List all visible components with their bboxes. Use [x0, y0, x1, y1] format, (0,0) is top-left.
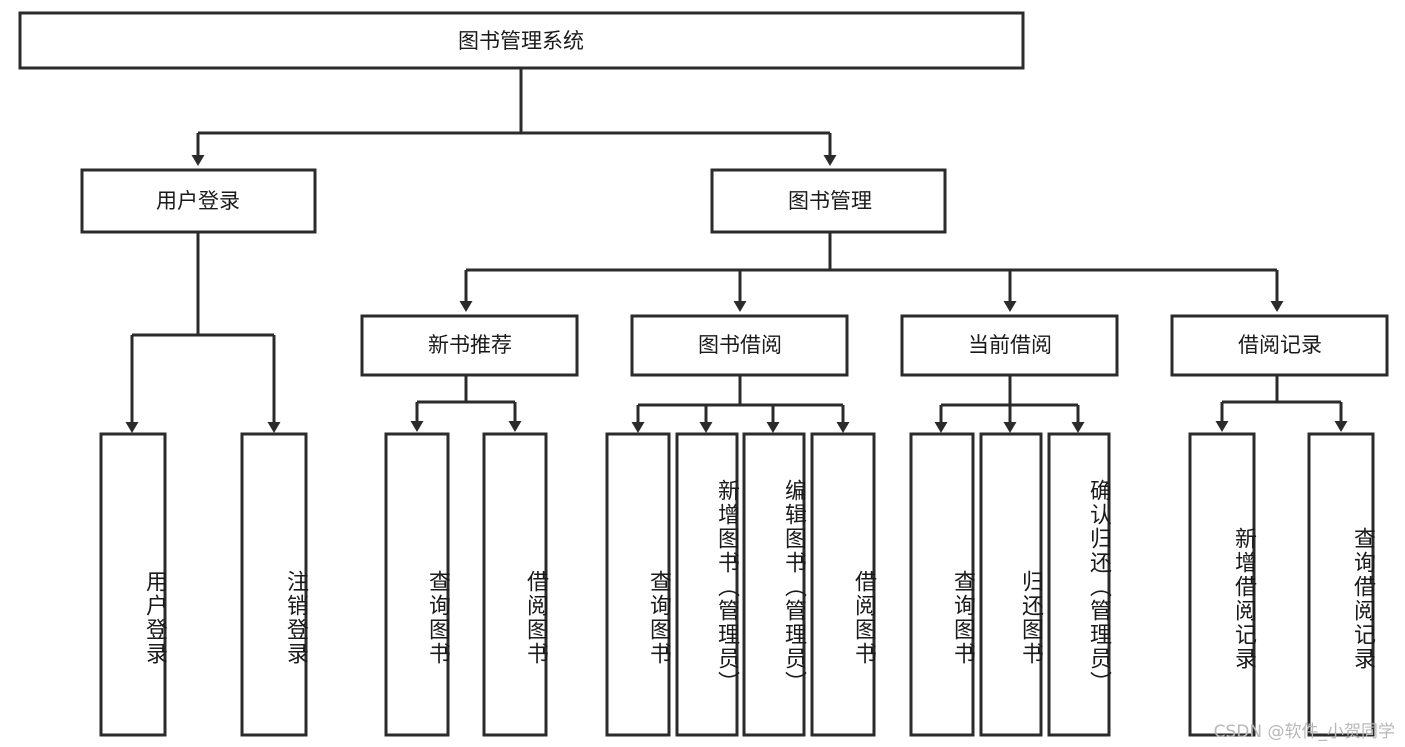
node-root-box	[18, 11, 1025, 70]
node-root[interactable]: 图书管理系统	[18, 11, 1025, 70]
leaf-add-borrow-record-box[interactable]	[1188, 432, 1256, 737]
leaf-cur-query-book-box[interactable]	[909, 432, 975, 737]
node-new-book-rec-box	[360, 314, 579, 377]
node-user-login[interactable]: 用户登录	[80, 168, 317, 234]
leaf-box-group	[99, 432, 1375, 737]
leaf-user-login-box[interactable]	[99, 432, 167, 737]
leaf-rec-query-book-label: 查询图书	[425, 569, 450, 666]
node-book-borrow-box	[630, 314, 849, 377]
leaf-rec-borrow-book-label: 借阅图书	[523, 569, 548, 666]
connector-group	[125, 68, 1348, 433]
leaf-add-borrow-record-label: 新增借阅记录	[1231, 527, 1256, 671]
leaf-confirm-return-box[interactable]	[1047, 432, 1111, 737]
node-book-borrow-label: 图书借阅	[698, 333, 782, 357]
node-book-manage-box	[710, 168, 947, 234]
leaf-return-book-label: 归还图书	[1018, 569, 1043, 666]
node-current-borrow-box	[900, 314, 1119, 377]
leaf-rec-borrow-book-box[interactable]	[482, 432, 548, 737]
leaf-edit-book-admin-label: 编辑图书（管理员）	[781, 479, 806, 695]
leaf-query-borrow-record-box[interactable]	[1307, 432, 1375, 737]
leaf-query-borrow-record-label: 查询借阅记录	[1350, 527, 1375, 671]
node-user-login-box	[80, 168, 317, 234]
leaf-borrow-book-label: 借阅图书	[851, 569, 876, 666]
node-root-label: 图书管理系统	[458, 29, 584, 53]
leaf-borrow-query-book-label: 查询图书	[646, 569, 671, 666]
leaf-logout-label: 注销登录	[283, 569, 308, 666]
leaf-user-login-label: 用户登录	[142, 569, 167, 666]
node-borrow-record-box	[1170, 314, 1389, 377]
node-book-manage[interactable]: 图书管理	[710, 168, 947, 234]
node-user-login-label: 用户登录	[156, 189, 240, 213]
node-current-borrow[interactable]: 当前借阅	[900, 314, 1119, 377]
node-book-manage-label: 图书管理	[788, 189, 872, 213]
node-borrow-record-label: 借阅记录	[1238, 333, 1322, 357]
node-book-borrow[interactable]: 图书借阅	[630, 314, 849, 377]
leaf-rec-query-book-box[interactable]	[384, 432, 450, 737]
leaf-cur-query-book-label: 查询图书	[950, 569, 975, 666]
leaf-return-book-box[interactable]	[979, 432, 1043, 737]
node-new-book-rec[interactable]: 新书推荐	[360, 314, 579, 377]
leaf-logout-box[interactable]	[240, 432, 308, 737]
node-borrow-record[interactable]: 借阅记录	[1170, 314, 1389, 377]
node-current-borrow-label: 当前借阅	[968, 333, 1052, 357]
node-new-book-rec-label: 新书推荐	[428, 333, 512, 357]
leaf-add-book-admin-box[interactable]	[675, 432, 739, 737]
leaf-borrow-book-box[interactable]	[810, 432, 876, 737]
watermark-text: CSDN @软件_小贺同学	[1213, 722, 1395, 742]
leaf-borrow-query-book-box[interactable]	[605, 432, 671, 737]
leaf-confirm-return-label: 确认归还（管理员）	[1086, 479, 1111, 695]
leaf-edit-book-admin-box[interactable]	[742, 432, 806, 737]
leaf-add-book-admin-label: 新增图书（管理员）	[714, 479, 739, 695]
